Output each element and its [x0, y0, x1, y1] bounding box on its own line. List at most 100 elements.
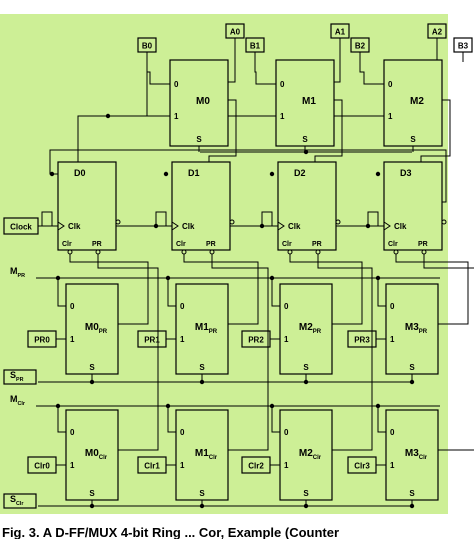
clr-mux-2-label: M2Clr: [299, 448, 322, 461]
mux2-in0-wire: [359, 62, 384, 85]
m-clr-dot-1: [165, 403, 171, 409]
flipflop-2-clr-bubble: [287, 249, 293, 255]
clock-input-label: Clock: [10, 223, 32, 232]
m-pr-dot-2: [269, 275, 275, 281]
input-b3-label: B3: [458, 42, 469, 51]
m-pr-label: MPR: [10, 266, 25, 279]
clock-branch-0: [41, 211, 58, 227]
b0-to-d0-wire: [77, 62, 148, 162]
clr-mux-3-label: M3Clr: [405, 448, 428, 461]
pr-input-0: [27, 330, 57, 348]
flipflop-3: [383, 161, 443, 251]
flipflop-0-clock-triangle: [57, 221, 65, 231]
m-pr-dot-1: [165, 275, 171, 281]
pr-mux-2-pin-0: 0: [284, 302, 289, 311]
pr-mux-3: [385, 283, 439, 375]
flipflop-1-label: D1: [188, 168, 200, 178]
pr-mux-3-label: M3PR: [405, 322, 428, 335]
flipflop-1-pr: PR: [206, 241, 216, 248]
input-b3: [453, 37, 473, 53]
s-pr-label: SPR: [10, 370, 24, 383]
pr-mux-1: [175, 283, 229, 375]
a1-wire: [334, 38, 341, 83]
pr-mux-0-label: M0PR: [85, 322, 108, 335]
input-a0-label: A0: [230, 28, 241, 37]
clr-mux-1-pin-0: 0: [180, 428, 185, 437]
mux1-in0-wire: [254, 62, 276, 85]
clr-mux-1: [175, 409, 229, 501]
m-clr-branch-0: [57, 406, 66, 433]
mux-1-pin-1: 1: [280, 112, 285, 121]
input-b0: [137, 37, 157, 53]
mux-0-pin-1: 1: [174, 112, 179, 121]
pr-mux-2-pin-1: 1: [284, 335, 289, 344]
mux-2-pin-s: S: [410, 135, 416, 144]
input-a2-label: A2: [432, 28, 443, 37]
pr-mux-2: [279, 283, 333, 375]
clr-input-0: [27, 456, 57, 474]
input-a0: [225, 23, 245, 39]
flipflop-3-label: D3: [400, 168, 412, 178]
ff0-pr-wire: [97, 250, 159, 451]
ff1-clr-wire: [183, 250, 259, 325]
s-clr-dot-3: [409, 503, 415, 509]
mux-2-label: M2: [410, 96, 424, 107]
ff1-pr-wire: [211, 250, 269, 451]
flipflop-3-clr-bubble: [393, 249, 399, 255]
clr-input-0-label: Clr0: [34, 462, 50, 471]
flipflop-2-clock-triangle: [277, 221, 285, 231]
m-clr-label: MClr: [10, 394, 26, 407]
pr-mux-1-label: M1PR: [195, 322, 218, 335]
clr-mux-2-pin-1: 1: [284, 461, 289, 470]
clr-mux-0-pin-0: 0: [70, 428, 75, 437]
m-clr-branch-1: [167, 406, 176, 433]
a0-wire: [228, 38, 236, 83]
clr-input-3-label: Clr3: [354, 462, 370, 471]
mux-1: [275, 59, 335, 147]
m-pr-branch-0: [57, 278, 66, 307]
mux-0-label: M0: [196, 96, 210, 107]
m-pr-branch-3: [377, 278, 386, 307]
flipflop-0-clk: Clk: [68, 222, 81, 231]
mux-1-label: M1: [302, 96, 316, 107]
flipflop-2-clr: Clr: [282, 241, 292, 248]
flipflop-2-qbar-bubble: [335, 219, 341, 225]
input-b0-label: B0: [142, 42, 153, 51]
m-pr-branch-2: [271, 278, 280, 307]
clr-mux-3-pin-0: 0: [390, 428, 395, 437]
flipflop-1-clock-triangle: [171, 221, 179, 231]
pr-mux-0: [65, 283, 119, 375]
pr-input-1-label: PR1: [144, 336, 160, 345]
pr-mux-3-pin-s: S: [409, 363, 415, 372]
clr-mux-0-pin-s: S: [89, 489, 95, 498]
clock-dot-3: [365, 223, 371, 229]
flipflop-1: [171, 161, 231, 251]
pr-mux-3-pin-0: 0: [390, 302, 395, 311]
pr-input-3-label: PR3: [354, 336, 370, 345]
ff3-clr-wire: [395, 250, 469, 325]
figure-caption: Fig. 3. A D-FF/MUX 4-bit Ring ... Cor, E…: [2, 526, 340, 539]
clr-input-2-label: Clr2: [248, 462, 264, 471]
m-pr-dot-0: [55, 275, 61, 281]
ff0-clr-wire: [69, 250, 149, 325]
flipflop-1-qbar-bubble: [229, 219, 235, 225]
ff2-clr-wire: [289, 250, 363, 325]
flipflop-2-label: D2: [294, 168, 306, 178]
clr-mux-1-pin-s: S: [199, 489, 205, 498]
ff2-d-dot: [269, 171, 275, 177]
clr-mux-2-pin-s: S: [303, 489, 309, 498]
pr-mux-1-pin-s: S: [199, 363, 205, 372]
m-pr-dot-3: [375, 275, 381, 281]
flipflop-3-clk: Clk: [394, 222, 407, 231]
pr-input-2-label: PR2: [248, 336, 264, 345]
s-pr-terminal: [3, 369, 37, 385]
clr-mux-3-pin-s: S: [409, 489, 415, 498]
flipflop-0-qbar-bubble: [115, 219, 121, 225]
pr-mux-1-pin-1: 1: [180, 335, 185, 344]
pr-input-1: [137, 330, 167, 348]
flipflop-2-pr-bubble: [315, 249, 321, 255]
flipflop-3-clock-triangle: [383, 221, 391, 231]
clr-input-2: [241, 456, 271, 474]
mux-2: [383, 59, 443, 147]
ff3-pr-wire: [423, 250, 474, 451]
